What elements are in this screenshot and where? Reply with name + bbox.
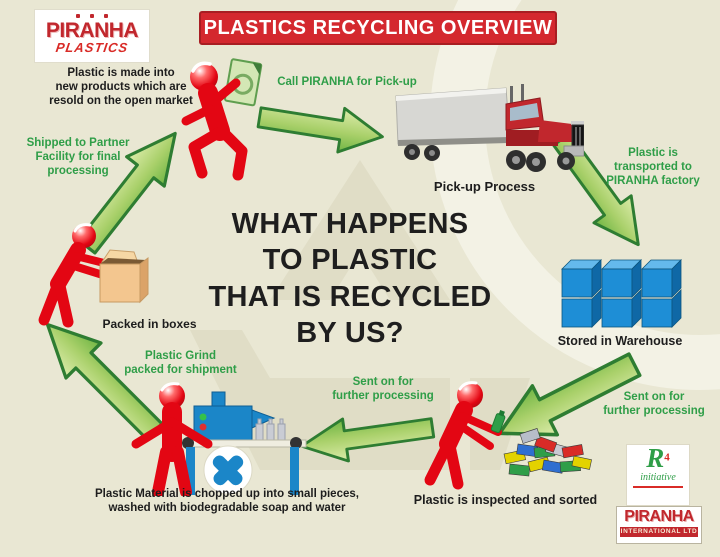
caption-inspected-sorted: Plastic is inspected and sorted [413, 493, 598, 507]
caption-pickup-process: Pick-up Process [433, 179, 536, 194]
label-plastic-grind: Plastic Grind packed for shipment [124, 350, 237, 377]
warehouse-cubes-icon [561, 259, 682, 328]
arrow-call-to-truck [256, 106, 384, 154]
caption-stored-warehouse: Stored in Warehouse [557, 334, 683, 348]
logo-name: PIRANHA [45, 19, 139, 42]
chopping-machine-icon [179, 391, 307, 495]
label-call-pickup: Call PIRANHA for Pick-up [277, 76, 417, 88]
r4-word: initiative [640, 472, 676, 483]
caption-chopped-washed: Plastic Material is chopped up into smal… [95, 488, 359, 515]
arrow-sorting-to-machine [300, 417, 436, 463]
logo-marks [35, 14, 149, 20]
r4-initiative-logo: R4 initiative [626, 444, 690, 506]
banner-title: PLASTICS RECYCLING OVERVIEW [203, 16, 553, 39]
label-sent-processing-mid: Sent on for further processing [332, 376, 434, 403]
packing-person-icon [38, 223, 149, 328]
arrow-boxes-to-resold [77, 131, 177, 255]
logo-sub: PLASTICS [54, 40, 130, 55]
pickup-truck-icon [395, 84, 584, 172]
money-icon [224, 58, 263, 107]
arrow-machine-to-boxes [45, 322, 164, 441]
arrow-warehouse-to-sorting [497, 352, 642, 437]
cardboard-box-icon [99, 249, 149, 304]
center-question-title: WHAT HAPPENS TO PLASTIC THAT IS RECYCLED… [208, 208, 492, 349]
label-transported: Plastic is transported to PIRANHA factor… [606, 147, 700, 188]
intl-sub: INTERNATIONAL LTD [620, 526, 698, 537]
caption-packed-boxes: Packed in boxes [102, 317, 197, 331]
title-banner: PLASTICS RECYCLING OVERVIEW [199, 11, 557, 45]
r4-underline [633, 486, 683, 488]
r4-sup: 4 [664, 451, 670, 464]
piranha-international-logo: PIRANHA INTERNATIONAL LTD [616, 506, 702, 544]
caption-resold: Plastic is made into new products which … [49, 67, 193, 108]
worker-person-icon [131, 382, 213, 496]
label-shipped-partner: Shipped to Partner Facility for final pr… [26, 137, 130, 178]
r4-letter: R [646, 443, 665, 473]
running-person-icon [181, 58, 263, 181]
label-sent-processing-right: Sent on for further processing [603, 391, 705, 418]
plastic-pile-icon [503, 428, 592, 477]
piranha-plastics-logo: PIRANHA PLASTICS [34, 9, 150, 63]
sorting-person-icon [424, 381, 592, 490]
intl-name: PIRANHA [624, 508, 694, 525]
